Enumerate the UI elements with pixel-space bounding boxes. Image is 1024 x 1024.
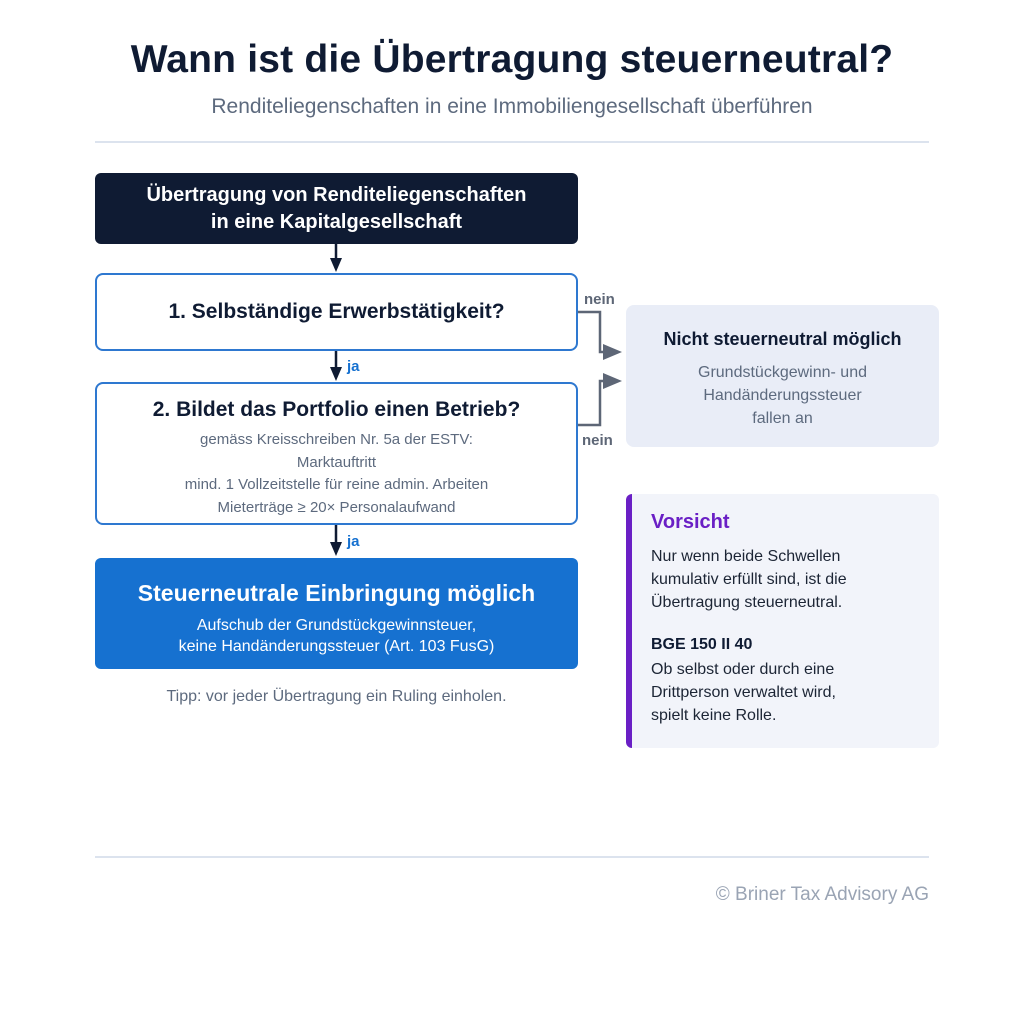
caution-reference-line-2: Drittperson verwaltet wird, [651, 684, 836, 701]
arrowhead-q1-to-q2 [330, 367, 342, 381]
question-2-detail-market: Marktauftritt [296, 453, 377, 471]
start-line-2: in eine Kapitalgesellschaft [210, 210, 463, 233]
edge-label-yes-2: ja [347, 533, 360, 550]
edge-label-no-2: nein [582, 432, 613, 449]
result-not-neutral-title: Nicht steuerneutral möglich [663, 329, 902, 349]
page-title: Wann ist die Übertragung steuerneutral? [130, 38, 894, 81]
question-2-detail-source: gemäss Kreisschreiben Nr. 5a der ESTV: [200, 431, 473, 448]
result-neutral-node: Steuerneutrale Einbringung möglich Aufsc… [95, 558, 578, 669]
question-1-node: 1. Selbständige Erwerbstätigkeit? [95, 273, 578, 351]
caution-heading: Vorsicht [651, 511, 730, 533]
arrowhead-q2-to-result [330, 542, 342, 556]
result-not-neutral-line-2: Handänderungssteuer [703, 387, 862, 404]
header-divider [95, 141, 929, 143]
result-neutral-line-1: Aufschub der Grundstückgewinnsteuer, [196, 617, 477, 634]
tip-text: Tipp: vor jeder Übertragung ein Ruling e… [166, 688, 507, 705]
footer-copyright: © Briner Tax Advisory AG [715, 884, 929, 905]
arrowhead-q1-no [603, 344, 622, 360]
arrowhead-q2-no [603, 373, 622, 389]
question-2-detail-staff: mind. 1 Vollzeitstelle für reine admin. … [184, 476, 489, 493]
edge-label-yes-1: ja [347, 358, 360, 375]
caution-text-line-2: kumulativ erfüllt sind, ist die [651, 571, 847, 588]
caution-reference-line-1: Ob selbst oder durch eine [651, 661, 835, 678]
caution-reference-line-3: spielt keine Rolle. [651, 707, 777, 724]
question-1-title: 1. Selbständige Erwerbstätigkeit? [168, 300, 505, 323]
result-neutral-title: Steuerneutrale Einbringung möglich [137, 580, 536, 606]
result-not-neutral-line-1: Grundstückgewinn- und [698, 364, 867, 381]
arrowhead-start-to-q1 [330, 258, 342, 272]
question-2-detail-rent: Mieterträge ≥ 20× Personalaufwand [217, 498, 456, 516]
start-line-1: Übertragung von Renditeliegenschaften [146, 183, 527, 206]
result-not-neutral-node: Nicht steuerneutral möglich Grundstückge… [626, 305, 939, 447]
result-neutral-line-2: keine Handänderungssteuer (Art. 103 FusG… [178, 638, 495, 655]
page-subtitle: Renditeliegenschaften in eine Immobilien… [211, 95, 813, 118]
edge-label-no-1: nein [584, 291, 615, 308]
caution-note: Vorsicht Nur wenn beide Schwellen kumula… [626, 494, 939, 748]
caution-text-line-3: Übertragung steuerneutral. [651, 594, 843, 611]
result-not-neutral-line-3: fallen an [752, 410, 813, 427]
footer-divider [95, 856, 929, 858]
start-node: Übertragung von Renditeliegenschaften in… [95, 173, 578, 244]
question-2-title: 2. Bildet das Portfolio einen Betrieb? [152, 398, 521, 421]
question-2-node: 2. Bildet das Portfolio einen Betrieb? g… [95, 382, 578, 525]
caution-reference-heading: BGE 150 II 40 [651, 636, 753, 653]
caution-text-line-1: Nur wenn beide Schwellen [651, 548, 841, 565]
